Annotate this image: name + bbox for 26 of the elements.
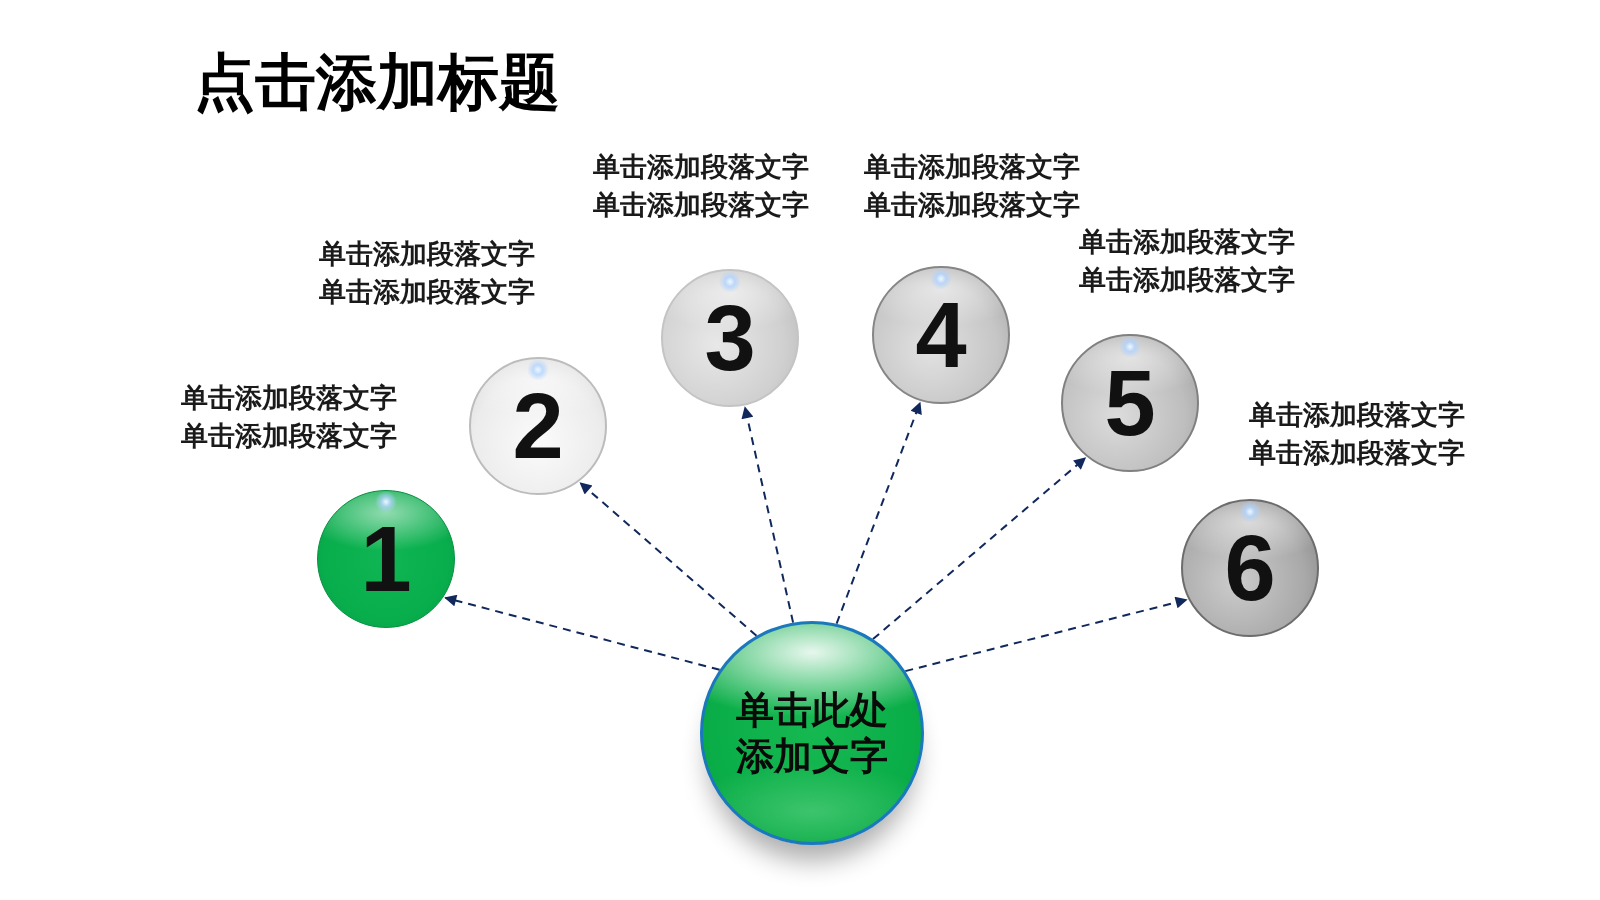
numbered-sphere: 4 (872, 266, 1010, 404)
numbered-sphere: 5 (1061, 334, 1199, 472)
caption-text: 单击添加段落文字 (1079, 264, 1295, 297)
dashed-arrow (741, 406, 795, 624)
numbered-sphere: 2 (469, 357, 607, 495)
caption-text: 单击添加段落文字 (1079, 226, 1295, 259)
dashed-arrow (579, 482, 758, 637)
caption-text: 单击添加段落文字 (864, 151, 1080, 184)
dashed-arrow (904, 596, 1188, 673)
caption-text: 单击添加段落文字 (1249, 399, 1465, 432)
caption-text: 单击添加段落文字 (593, 189, 809, 222)
caption-text: 单击添加段落文字 (864, 189, 1080, 222)
numbered-sphere: 6 (1181, 499, 1319, 637)
dashed-arrow (835, 401, 922, 625)
caption-text: 单击添加段落文字 (1249, 437, 1465, 470)
center-sphere: 单击此处添加文字 (700, 621, 924, 845)
caption-text: 单击添加段落文字 (181, 420, 397, 453)
caption-text: 单击添加段落文字 (181, 382, 397, 415)
caption-text: 单击添加段落文字 (593, 151, 809, 184)
caption-text: 单击添加段落文字 (319, 276, 535, 309)
numbered-sphere: 3 (661, 269, 799, 407)
dashed-arrow (444, 594, 721, 671)
caption-text: 单击添加段落文字 (319, 238, 535, 271)
dashed-arrow (872, 457, 1087, 641)
numbered-sphere: 1 (317, 490, 455, 628)
title: 点击添加标题 (194, 47, 560, 118)
